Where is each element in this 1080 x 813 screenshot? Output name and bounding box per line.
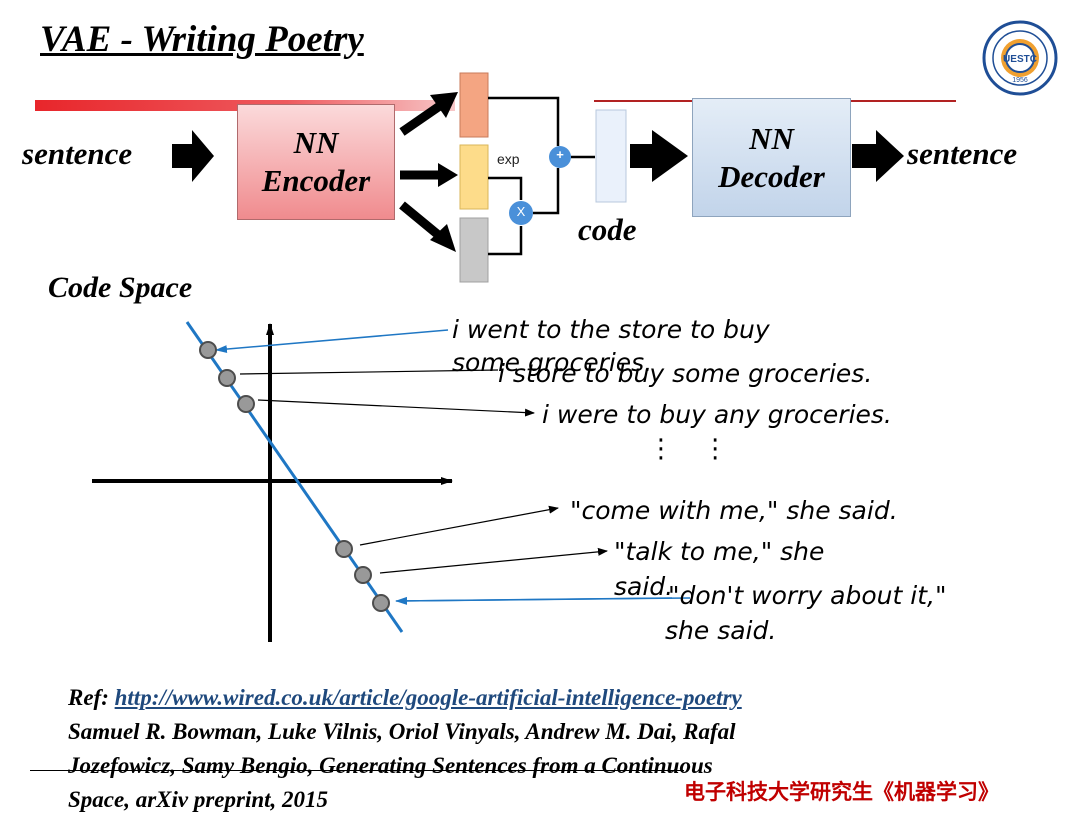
sentence-3: i were to buy any groceries.: [542, 400, 892, 429]
mean-to-plus-line: [488, 96, 560, 146]
sentence-6-cont: she said.: [665, 616, 777, 645]
nn-encoder-box: NN Encoder: [237, 104, 395, 220]
course-footer: 电子科技大学研究生《机器学习》: [684, 780, 999, 804]
sentence-4: "come with me," she said.: [570, 496, 898, 525]
pointer-4: [359, 505, 559, 546]
encoder-line2: Encoder: [261, 163, 371, 198]
sentence-2: i store to buy some groceries.: [498, 359, 873, 388]
encoder-to-noise-arrow: [399, 201, 445, 242]
input-sentence-label: sentence: [22, 136, 133, 171]
ellipsis: ⋮ ⋮: [648, 434, 739, 464]
slide-title: VAE - Writing Poetry: [40, 19, 364, 60]
sentence-6: "don't worry about it,": [668, 581, 947, 610]
sentence-1: i went to the store to buy: [452, 315, 770, 344]
encoder-to-mean-arrow: [399, 99, 447, 136]
reference-line-1: Ref: http://www.wired.co.uk/article/goog…: [68, 685, 742, 711]
logo-text: UESTC: [1003, 54, 1037, 65]
code-to-decoder-block-arrow: [630, 130, 688, 182]
sentence-5-cont: said.: [614, 572, 674, 601]
noise-to-times-line: [488, 226, 523, 256]
decoder-line1: NN: [749, 120, 794, 156]
reference-prefix: Ref:: [68, 685, 115, 710]
reference-line-4: Space, arXiv preprint, 2015: [68, 787, 329, 812]
reference-line-3: Jozefowicz, Samy Bengio, Generating Sent…: [68, 753, 713, 778]
pointer-2: [239, 369, 499, 375]
code-space-title: Code Space: [48, 271, 193, 304]
times-to-plus-line: [533, 168, 560, 215]
latent-interpolation-line: [185, 321, 404, 633]
sentence-1-cont: some groceries.: [452, 348, 653, 377]
reference-link[interactable]: http://www.wired.co.uk/article/google-ar…: [114, 685, 742, 710]
plus-operator-label: +: [556, 147, 564, 162]
decoder-line2: Decoder: [718, 158, 825, 194]
times-operator-label: X: [516, 204, 526, 219]
code-box: [595, 109, 627, 203]
reference-line-2: Samuel R. Bowman, Luke Vilnis, Oriol Vin…: [68, 719, 736, 744]
code-point-2: [218, 369, 236, 387]
code-points: [199, 341, 390, 612]
variance-box: [459, 144, 489, 210]
output-sentence-label: sentence: [907, 136, 1018, 171]
pointer-6-head: [395, 596, 691, 605]
noise-box: [459, 217, 489, 283]
footer-divider: [30, 770, 684, 771]
encoder-to-mean-arrowhead: [430, 92, 458, 118]
encoder-line1: NN: [293, 125, 339, 160]
logo-year: 1956: [1012, 77, 1028, 84]
decoder-to-output-block-arrow: [852, 130, 904, 182]
code-point-3: [237, 395, 255, 413]
code-point-5: [354, 566, 372, 584]
mean-box: [459, 72, 489, 138]
code-point-6: [372, 594, 390, 612]
code-point-1: [199, 341, 217, 359]
input-block-arrow: [172, 130, 214, 182]
encoder-to-var-arrowhead: [438, 163, 458, 187]
pointer-5: [379, 547, 608, 574]
sentence-5: "talk to me," she: [614, 537, 825, 566]
nn-decoder-box: NN Decoder: [692, 98, 851, 217]
var-to-times-line: [488, 176, 523, 200]
code-point-4: [335, 540, 353, 558]
plus-operator: [549, 146, 571, 168]
university-logo: UESTC 1956: [982, 20, 1058, 96]
pointer-3: [257, 399, 535, 417]
code-label: code: [578, 212, 637, 247]
encoder-to-noise-arrowhead: [430, 224, 456, 252]
pointer-1: [215, 329, 449, 354]
exp-label: exp: [497, 151, 520, 167]
times-operator: [509, 201, 533, 225]
